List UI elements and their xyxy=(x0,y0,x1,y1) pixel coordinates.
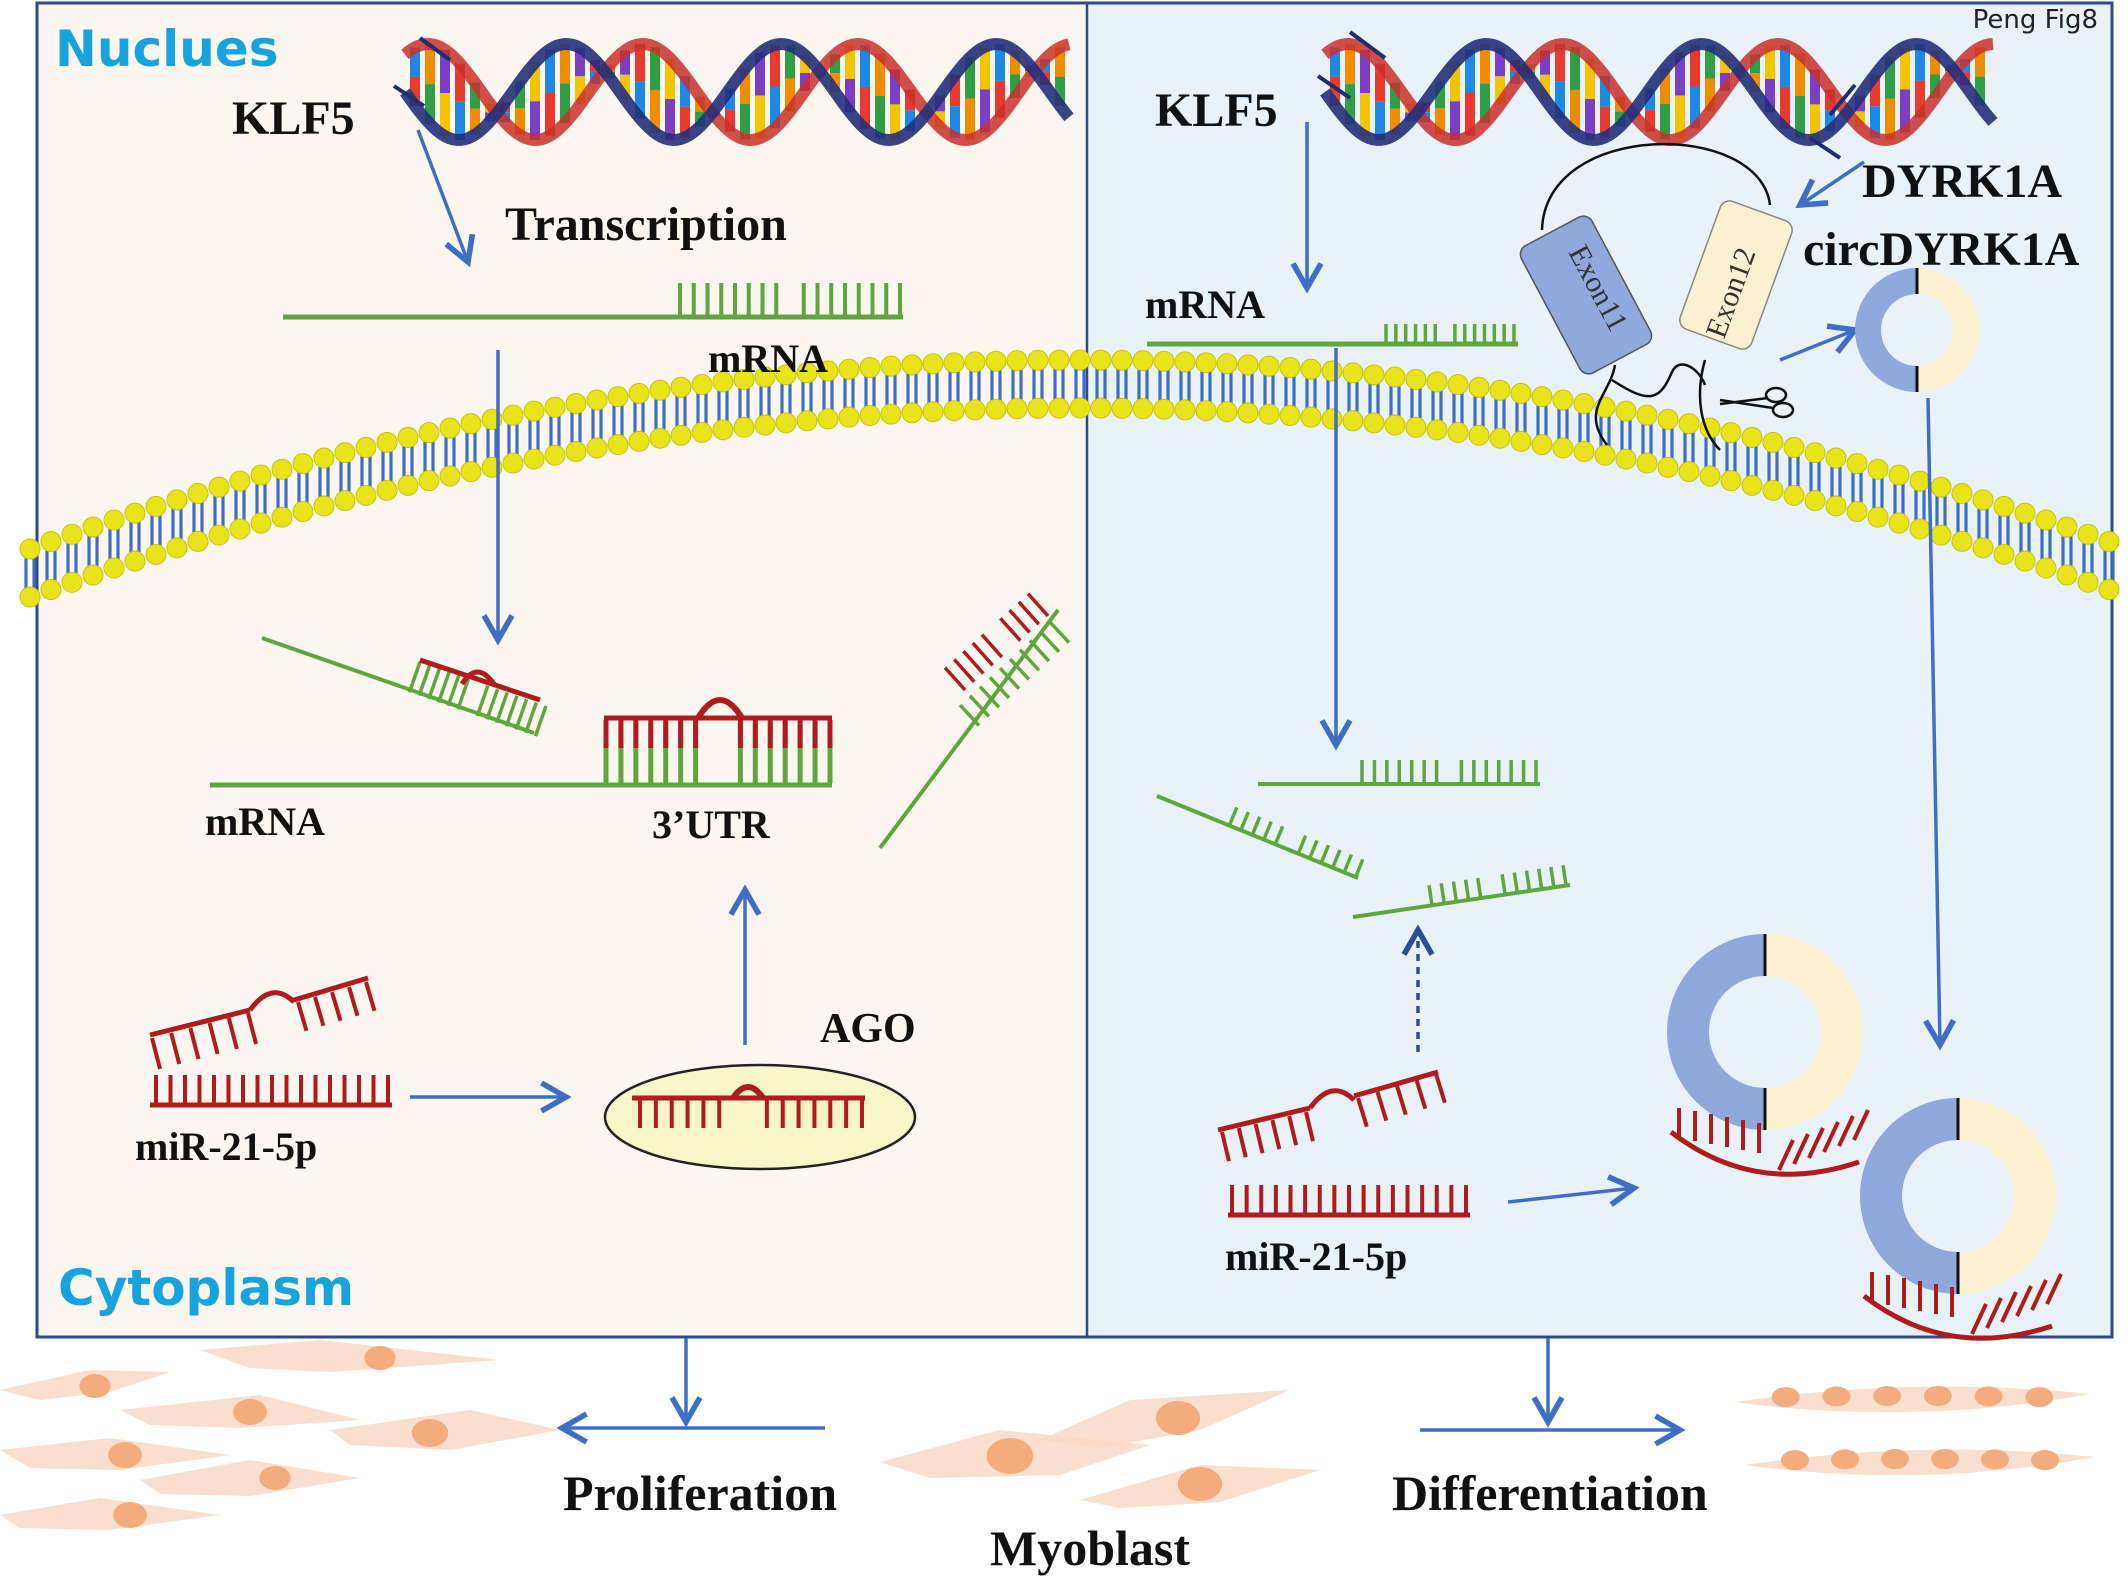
mrna-teeth-top-left xyxy=(678,283,902,315)
mirna-duplex-right xyxy=(1217,1069,1470,1218)
splicing-arrow xyxy=(1779,323,1861,362)
mrna-strand-top-right xyxy=(1147,324,1518,347)
mrna-mid-left-label: mRNA xyxy=(205,799,325,844)
exon12-block xyxy=(1679,200,1793,350)
nuclear-membrane xyxy=(19,349,2120,608)
mirna-to-circ-arrow xyxy=(1507,1174,1640,1207)
nucleus-label: Nuclues xyxy=(55,20,279,78)
intron-loop xyxy=(1540,142,1772,231)
exon11-block xyxy=(1519,215,1653,375)
transcription-label: Transcription xyxy=(505,198,787,251)
panel-border xyxy=(35,1,2114,1339)
circdyrk1a-ring-small xyxy=(1855,268,1979,392)
ago-label: AGO xyxy=(820,1006,916,1052)
circdyrk1a-sponge-1 xyxy=(1667,934,1870,1177)
mirna-duplex-left xyxy=(149,975,392,1108)
mir-left-label: miR-21-5p xyxy=(135,1124,317,1169)
dyrk1a-arrow xyxy=(1795,160,1865,209)
dyrk1a-binding-marks xyxy=(1808,83,1857,160)
mrna-strand-mid-right xyxy=(1258,760,1540,786)
dna-helix-left xyxy=(400,37,1074,147)
mrna-fragment-left xyxy=(261,636,548,737)
myoblast-cells xyxy=(0,1340,2095,1530)
dyrk1a-label: DYRK1A xyxy=(1862,155,2062,208)
mrna-top-right-label: mRNA xyxy=(1145,282,1265,327)
scissors-icon xyxy=(1719,386,1795,419)
klf5-binding-marks-left xyxy=(392,36,452,108)
differentiation-label: Differentiation xyxy=(1392,1465,1708,1521)
utr-label: 3’UTR xyxy=(652,802,771,847)
splice-strands xyxy=(1594,359,1721,451)
mrna-fragment-diagonal xyxy=(878,592,1071,850)
mrna-fragment-right-b xyxy=(1352,864,1571,919)
klf5-left-label: KLF5 xyxy=(232,92,355,145)
mrna-top-left-label: mRNA xyxy=(708,336,828,381)
klf5-binding-marks-right xyxy=(1316,30,1387,100)
ago-complex xyxy=(603,1063,917,1171)
circdyrk1a-label: circDYRK1A xyxy=(1803,223,2080,276)
circ-export-arrow xyxy=(1923,397,1956,1051)
proliferation-label: Proliferation xyxy=(563,1465,837,1521)
cytoplasm-label: Cytoplasm xyxy=(58,1259,354,1317)
figure-tag: Peng Fig8 xyxy=(1973,5,2098,35)
transcription-arrow xyxy=(416,129,476,268)
circdyrk1a-sponge-2 xyxy=(1860,1098,2063,1341)
dna-helix-right xyxy=(1320,37,1998,147)
klf5-right-label: KLF5 xyxy=(1155,84,1278,137)
myoblast-label: Myoblast xyxy=(990,1520,1190,1576)
mir-right-label: miR-21-5p xyxy=(1225,1234,1407,1279)
mrna-fragment-right-a xyxy=(1156,794,1365,880)
mrna-mirna-duplex xyxy=(210,697,833,788)
